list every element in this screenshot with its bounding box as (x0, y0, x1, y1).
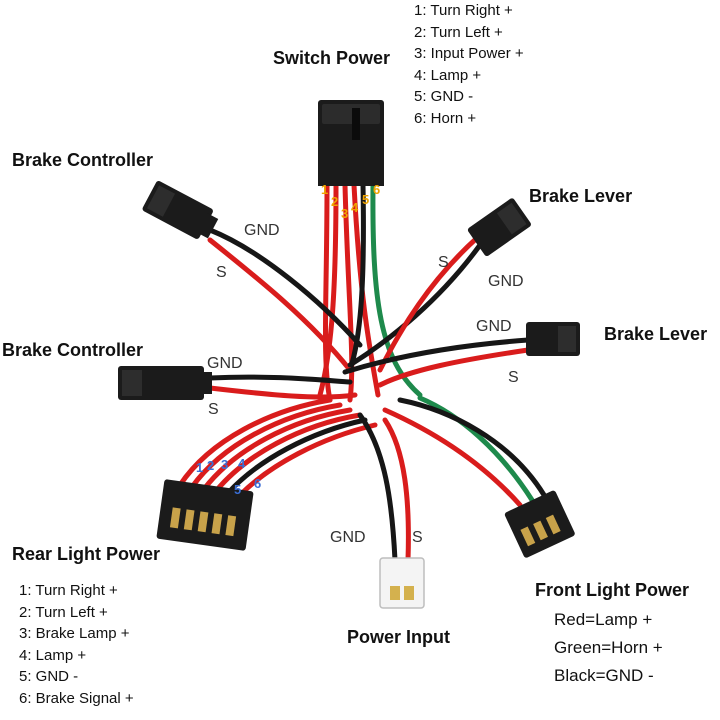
front-light-legend-red: Red=Lamp + (554, 610, 653, 629)
wire-brake-lever-mid-s (377, 347, 531, 388)
front-light-legend-green: Green=Horn + (554, 638, 663, 657)
wire-brake-lever-top-s (377, 234, 481, 373)
brake-controller-top-connector (142, 180, 219, 239)
wire-brake-ctrl-top-s (207, 237, 353, 373)
rear-light-pin-4: 4: Lamp + (19, 646, 87, 664)
switch-power-pin-2: 2: Turn Left + (414, 23, 503, 41)
wire-front-red (382, 407, 523, 508)
rear-light-pin-list: 1: Turn Right + 2: Turn Left + 3: Brake … (19, 580, 134, 710)
brake-controller-mid-title: Brake Controller (2, 340, 144, 360)
switch-power-pin-5: 5: GND - (414, 88, 474, 106)
wire-switch-6 (370, 182, 423, 398)
wire-front-green (417, 395, 535, 503)
wire-switch-3 (342, 182, 355, 403)
switch-power-pin-1: 1: Turn Right + (414, 2, 513, 19)
wire-front-black (397, 397, 547, 498)
brake-controller-mid-s-label: S (208, 401, 219, 418)
switch-power-title: Switch Power (273, 48, 391, 68)
power-input-s-label: S (412, 529, 423, 546)
switch-pin-number-4: 4 (351, 200, 359, 215)
power-input-title: Power Input (347, 627, 450, 647)
wire-switch-4 (351, 182, 381, 398)
switch-pin-number-2: 2 (331, 194, 339, 209)
wire-switch-5 (347, 182, 366, 373)
rear-light-pin-5: 5: GND - (19, 668, 79, 686)
brake-controller-mid-connector (118, 366, 212, 400)
switch-pin-number-1: 1 (321, 182, 329, 197)
wire-rear-3 (201, 407, 353, 492)
wire-brake-lever-mid-gnd (342, 337, 531, 375)
rear-pin-number-6: 6 (254, 476, 262, 491)
wire-rear-6 (237, 422, 378, 498)
wire-brake-ctrl-mid-s (207, 385, 358, 400)
rear-pin-number-5: 5 (234, 482, 242, 497)
brake-lever-top-s-label: S (438, 254, 449, 271)
rear-light-pin-6: 6: Brake Signal + (19, 689, 134, 707)
power-input-gnd-label: GND (330, 529, 366, 546)
brake-lever-top-gnd-label: GND (488, 273, 524, 290)
switch-pin-number-5: 5 (362, 192, 370, 207)
switch-pin-number-3: 3 (341, 206, 349, 221)
wire-brake-lever-top-gnd (347, 242, 483, 368)
wire-brake-ctrl-top-gnd (207, 227, 363, 348)
brake-lever-mid-title: Brake Lever (604, 324, 708, 344)
rear-pin-number-4: 4 (238, 456, 246, 471)
switch-power-pin-4: 4: Lamp + (414, 66, 482, 84)
brake-lever-top-connector (467, 198, 531, 256)
brake-controller-top-gnd-label: GND (244, 222, 280, 239)
rear-light-power-connector (156, 479, 254, 551)
switch-power-connector (318, 100, 384, 186)
brake-controller-top-s-label: S (216, 264, 227, 281)
rear-light-power-title: Rear Light Power (12, 544, 161, 564)
brake-controller-top-title: Brake Controller (12, 150, 154, 170)
brake-lever-mid-gnd-label: GND (476, 318, 512, 335)
switch-power-pin-3: 3: Input Power + (414, 45, 524, 63)
brake-controller-mid-gnd-label: GND (207, 355, 243, 372)
wire-rear-1 (177, 397, 333, 488)
wire-brake-ctrl-mid-gnd (207, 374, 353, 385)
wire-power-input-gnd (357, 412, 398, 563)
front-light-legend-black: Black=GND - (554, 666, 654, 685)
wire-bundle (177, 182, 547, 563)
wire-power-input-s (382, 417, 411, 563)
switch-power-pin-6: 6: Horn + (414, 109, 477, 127)
rear-light-pin-3: 3: Brake Lamp + (19, 625, 130, 643)
brake-lever-top-title: Brake Lever (529, 186, 633, 206)
wire-switch-1 (322, 182, 333, 403)
front-light-power-title: Front Light Power (535, 580, 689, 600)
rear-light-pin-2: 2: Turn Left + (19, 603, 108, 621)
brake-lever-mid-connector (526, 322, 580, 356)
rear-pin-number-3: 3 (221, 457, 229, 472)
wire-rear-4 (213, 412, 363, 494)
power-input-connector (379, 557, 425, 609)
rear-pin-number-1: 1 (196, 460, 204, 475)
switch-power-pin-list: 1: Turn Right + 2: Turn Left + 3: Input … (414, 0, 524, 130)
wire-rear-2 (189, 402, 343, 490)
brake-lever-mid-s-label: S (508, 369, 519, 386)
switch-pin-number-6: 6 (373, 182, 381, 197)
rear-light-pin-1: 1: Turn Right + (19, 582, 118, 599)
front-light-power-connector (504, 490, 575, 558)
front-light-legend: Red=Lamp + Green=Horn + Black=GND - (554, 606, 663, 690)
wire-rear-5 (225, 417, 368, 496)
rear-pin-number-2: 2 (207, 458, 215, 473)
